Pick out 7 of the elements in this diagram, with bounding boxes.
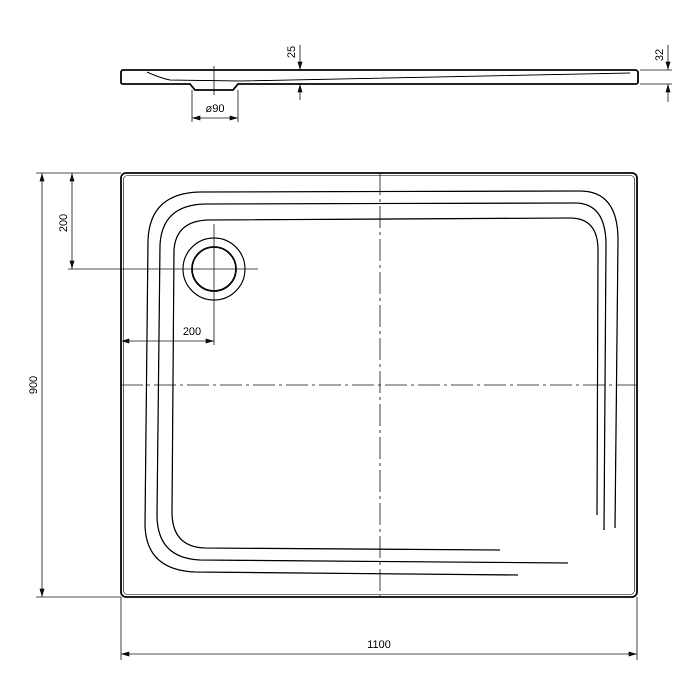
dimension-value: 200 xyxy=(58,214,70,232)
dimension-value: ø90 xyxy=(206,103,224,115)
dimension-value: 900 xyxy=(28,376,40,394)
dimension-value: 1100 xyxy=(367,639,391,651)
dimension-value: 200 xyxy=(182,326,202,338)
dimension-value: 32 xyxy=(654,48,666,62)
dimension-value: 25 xyxy=(286,46,298,58)
